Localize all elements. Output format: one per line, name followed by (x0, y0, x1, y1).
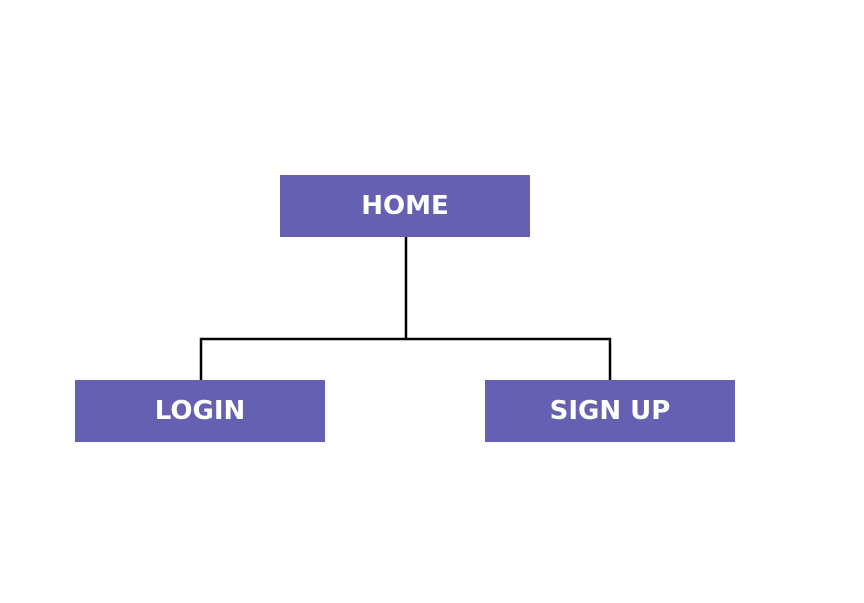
node-home: HOME (280, 175, 530, 237)
node-signup: SIGN UP (485, 380, 735, 442)
node-home-label: HOME (361, 191, 449, 221)
node-login: LOGIN (75, 380, 325, 442)
node-login-label: LOGIN (154, 396, 246, 426)
node-signup-label: SIGN UP (549, 396, 671, 426)
